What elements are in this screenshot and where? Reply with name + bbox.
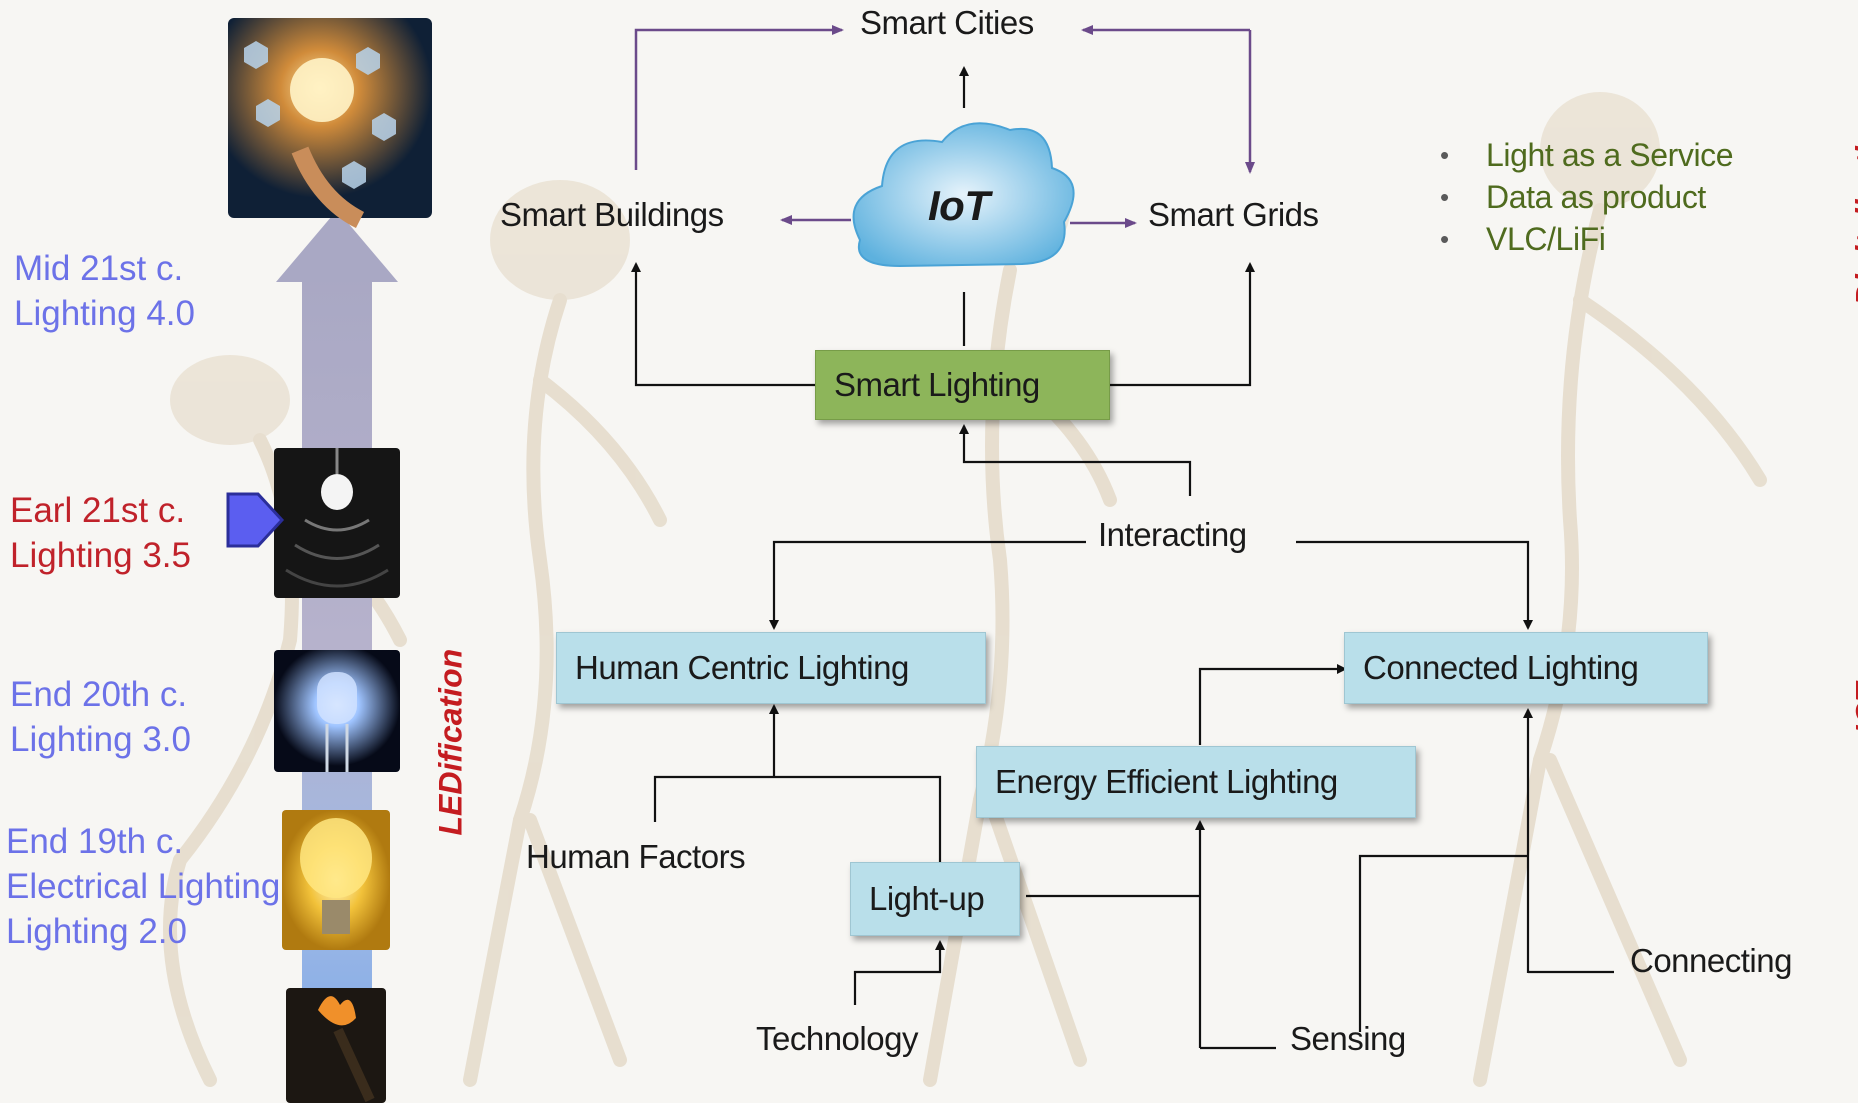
list-item: Data as product xyxy=(1440,176,1733,218)
light-up-box: Light-up xyxy=(850,862,1020,936)
interacting-label: Interacting xyxy=(1098,516,1247,553)
era-period: End 19th c. xyxy=(6,822,184,861)
era-mid-21st: Mid 21st c. Lighting 4.0 xyxy=(14,246,195,336)
thumb-incandescent-bulb xyxy=(282,810,390,950)
era-period: Mid 21st c. xyxy=(14,249,184,288)
smart-buildings-label: Smart Buildings xyxy=(500,196,724,233)
era-name: Lighting 3.5 xyxy=(10,536,191,575)
era-period: Earl 21st c. xyxy=(10,491,186,530)
era-name: Electrical Lighting xyxy=(6,867,281,906)
digitalization-label: Digitalization xyxy=(1849,106,1858,307)
connected-lighting-box: Connected Lighting xyxy=(1344,632,1708,704)
human-centric-lighting-box: Human Centric Lighting xyxy=(556,632,986,704)
thumb-led-bulb xyxy=(274,448,400,598)
era-period: End 20th c. xyxy=(10,675,188,714)
connecting-label: Connecting xyxy=(1630,942,1792,979)
era-early-21st: Earl 21st c. Lighting 3.5 xyxy=(10,488,191,578)
ledification-label: LEDification xyxy=(432,648,469,836)
era-name-secondary: Lighting 2.0 xyxy=(6,912,187,951)
thumb-torch xyxy=(286,988,386,1103)
energy-efficient-lighting-box: Energy Efficient Lighting xyxy=(976,746,1416,818)
smart-lighting-box: Smart Lighting xyxy=(815,350,1110,420)
thumb-led-diode xyxy=(274,650,400,772)
era-end-19th: End 19th c. Electrical Lighting Lighting… xyxy=(6,819,280,954)
era-name: Lighting 4.0 xyxy=(14,294,195,333)
ict-label: ICT xyxy=(1849,682,1858,735)
top-connector-arrows xyxy=(634,25,1255,228)
human-factors-label: Human Factors xyxy=(526,838,746,875)
iot-cloud-icon xyxy=(852,122,1075,268)
sensing-label: Sensing xyxy=(1290,1020,1406,1057)
iot-label: IoT xyxy=(928,182,990,229)
era-end-20th: End 20th c. Lighting 3.0 xyxy=(10,672,191,762)
technology-label: Technology xyxy=(756,1020,918,1057)
list-item: Light as a Service xyxy=(1440,134,1734,176)
thumb-smart-bulb xyxy=(228,18,432,229)
services-list: Light as a Service Data as product VLC/L… xyxy=(1440,134,1734,260)
smart-grids-label: Smart Grids xyxy=(1148,196,1319,233)
era-name: Lighting 3.0 xyxy=(10,720,191,759)
flow-connectors xyxy=(631,66,1614,1050)
current-era-pointer-icon xyxy=(226,492,285,548)
list-item: VLC/LiFi xyxy=(1440,218,1733,260)
smart-cities-label: Smart Cities xyxy=(860,4,1034,41)
